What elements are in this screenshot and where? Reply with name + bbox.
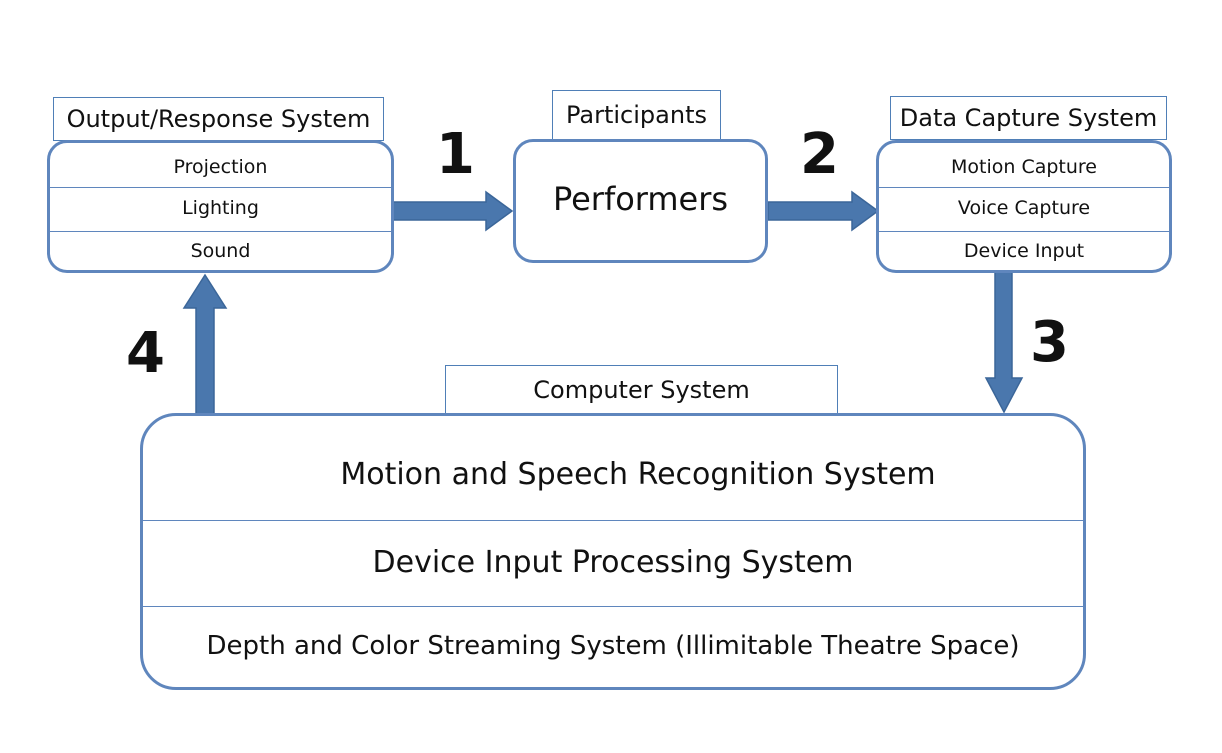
computer-divider-1 [143, 520, 1083, 521]
participants-title-box: Participants [552, 90, 721, 140]
arrow-2 [767, 190, 880, 232]
capture-item-voice: Voice Capture [957, 197, 1091, 219]
capture-item-motion: Motion Capture [951, 156, 1097, 178]
output-item-sound: Sound [190, 240, 251, 262]
output-divider-1 [50, 187, 391, 188]
output-item-projection: Projection [173, 156, 268, 178]
capture-item-device: Device Input [963, 240, 1085, 262]
step-label-4: 4 [126, 321, 165, 386]
capture-system-box: Motion Capture Voice Capture Device Inpu… [876, 140, 1172, 273]
capture-system-title-box: Data Capture System [890, 96, 1167, 140]
output-system-box: Projection Lighting Sound [47, 140, 394, 273]
performers-box: Performers [513, 139, 768, 263]
capture-system-title: Data Capture System [899, 104, 1158, 132]
output-system-title: Output/Response System [66, 105, 371, 133]
capture-divider-2 [879, 231, 1169, 232]
arrow-1 [392, 190, 514, 232]
step-label-2: 2 [800, 122, 839, 187]
computer-item-motion-speech: Motion and Speech Recognition System [340, 456, 936, 492]
output-item-lighting: Lighting [182, 197, 259, 219]
computer-system-title: Computer System [533, 376, 750, 404]
computer-item-device-input: Device Input Processing System [372, 544, 854, 580]
computer-system-title-box: Computer System [445, 365, 838, 415]
output-system-title-box: Output/Response System [53, 97, 384, 141]
step-label-1: 1 [436, 122, 475, 187]
computer-item-depth-color: Depth and Color Streaming System (Illimi… [206, 631, 1020, 661]
performers-label: Performers [552, 180, 729, 218]
participants-title: Participants [566, 101, 707, 129]
computer-system-box: Motion and Speech Recognition System Dev… [140, 413, 1086, 690]
arrow-4 [182, 273, 228, 416]
computer-divider-2 [143, 606, 1083, 607]
capture-divider-1 [879, 187, 1169, 188]
arrow-3 [984, 271, 1024, 414]
step-label-3: 3 [1030, 310, 1069, 375]
output-divider-2 [50, 231, 391, 232]
